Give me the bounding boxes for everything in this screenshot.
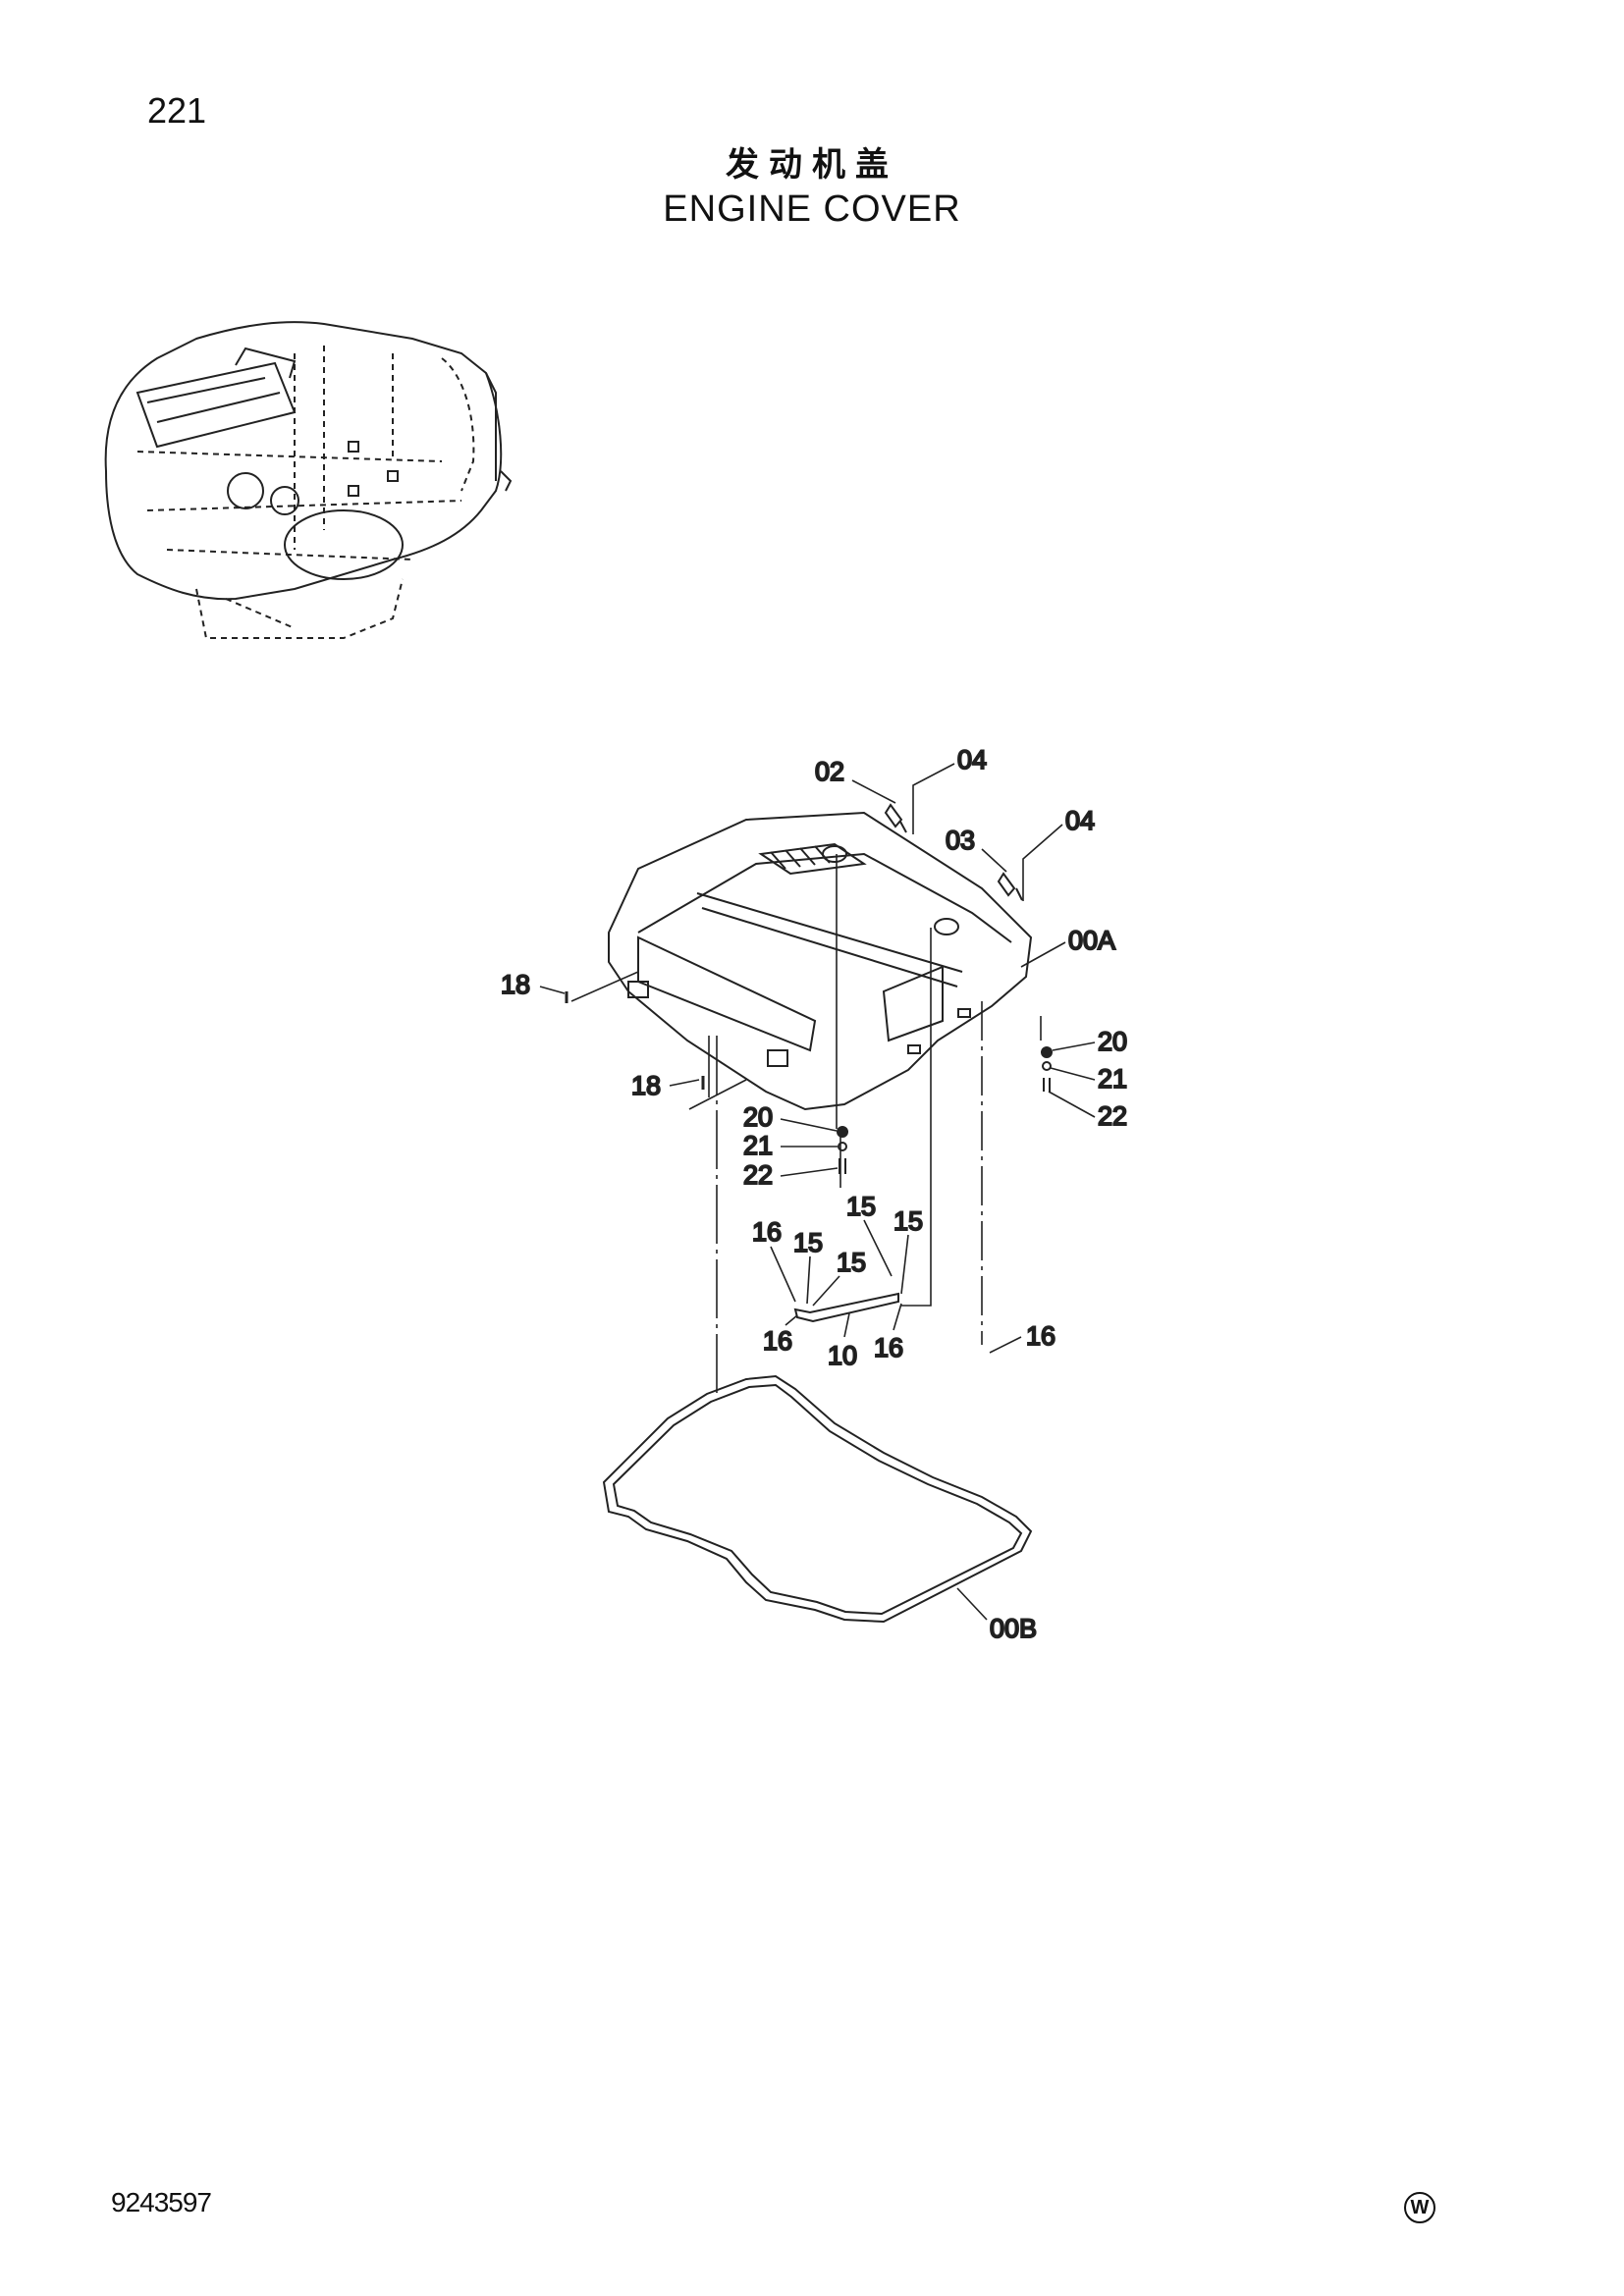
callout-10: 10 [828,1341,857,1370]
page-title: ENGINE COVER [663,188,961,230]
drawing-number: 9243597 [111,2187,212,2217]
callout-16-right: 16 [1026,1321,1056,1351]
callout-16-lower-center: 16 [874,1333,903,1362]
callout-03: 03 [946,826,975,855]
callout-15-d: 15 [837,1248,866,1277]
callout-21-right: 21 [1098,1064,1127,1094]
callout-20-right: 20 [1098,1027,1127,1056]
callout-labels: 02 04 03 04 00A 18 18 20 21 22 20 21 22 … [500,744,1128,1644]
callout-22-right: 22 [1098,1101,1127,1131]
page-title-chinese: 发动机盖 [726,145,898,185]
locator-view [104,321,513,639]
callout-16-lower-left: 16 [763,1326,792,1356]
callout-04-lower: 04 [1065,806,1095,835]
page-number: 221 [147,90,207,131]
leader-lines [570,854,1042,1394]
bolt-hardware [565,821,1053,1174]
callout-18-upper: 18 [501,970,530,999]
callout-18-lower: 18 [631,1071,661,1100]
seal-part [602,1374,1033,1624]
hinge-part [884,803,1016,897]
callout-15-b: 15 [893,1206,923,1236]
callout-20-left: 20 [743,1102,773,1132]
callout-21-left: 21 [743,1131,773,1160]
callout-15-a: 15 [846,1192,876,1221]
engine-cover-part [608,811,1033,1111]
publisher-mark: W [1404,2192,1435,2223]
callout-00a: 00A [1068,926,1115,955]
callout-04-upper: 04 [957,745,987,774]
bracket-part [793,1292,899,1323]
callout-15-c: 15 [793,1228,823,1257]
callout-22-left: 22 [743,1160,773,1190]
callout-02: 02 [815,757,844,786]
callout-16-upper-left: 16 [752,1217,782,1247]
callout-00b: 00B [990,1614,1037,1643]
